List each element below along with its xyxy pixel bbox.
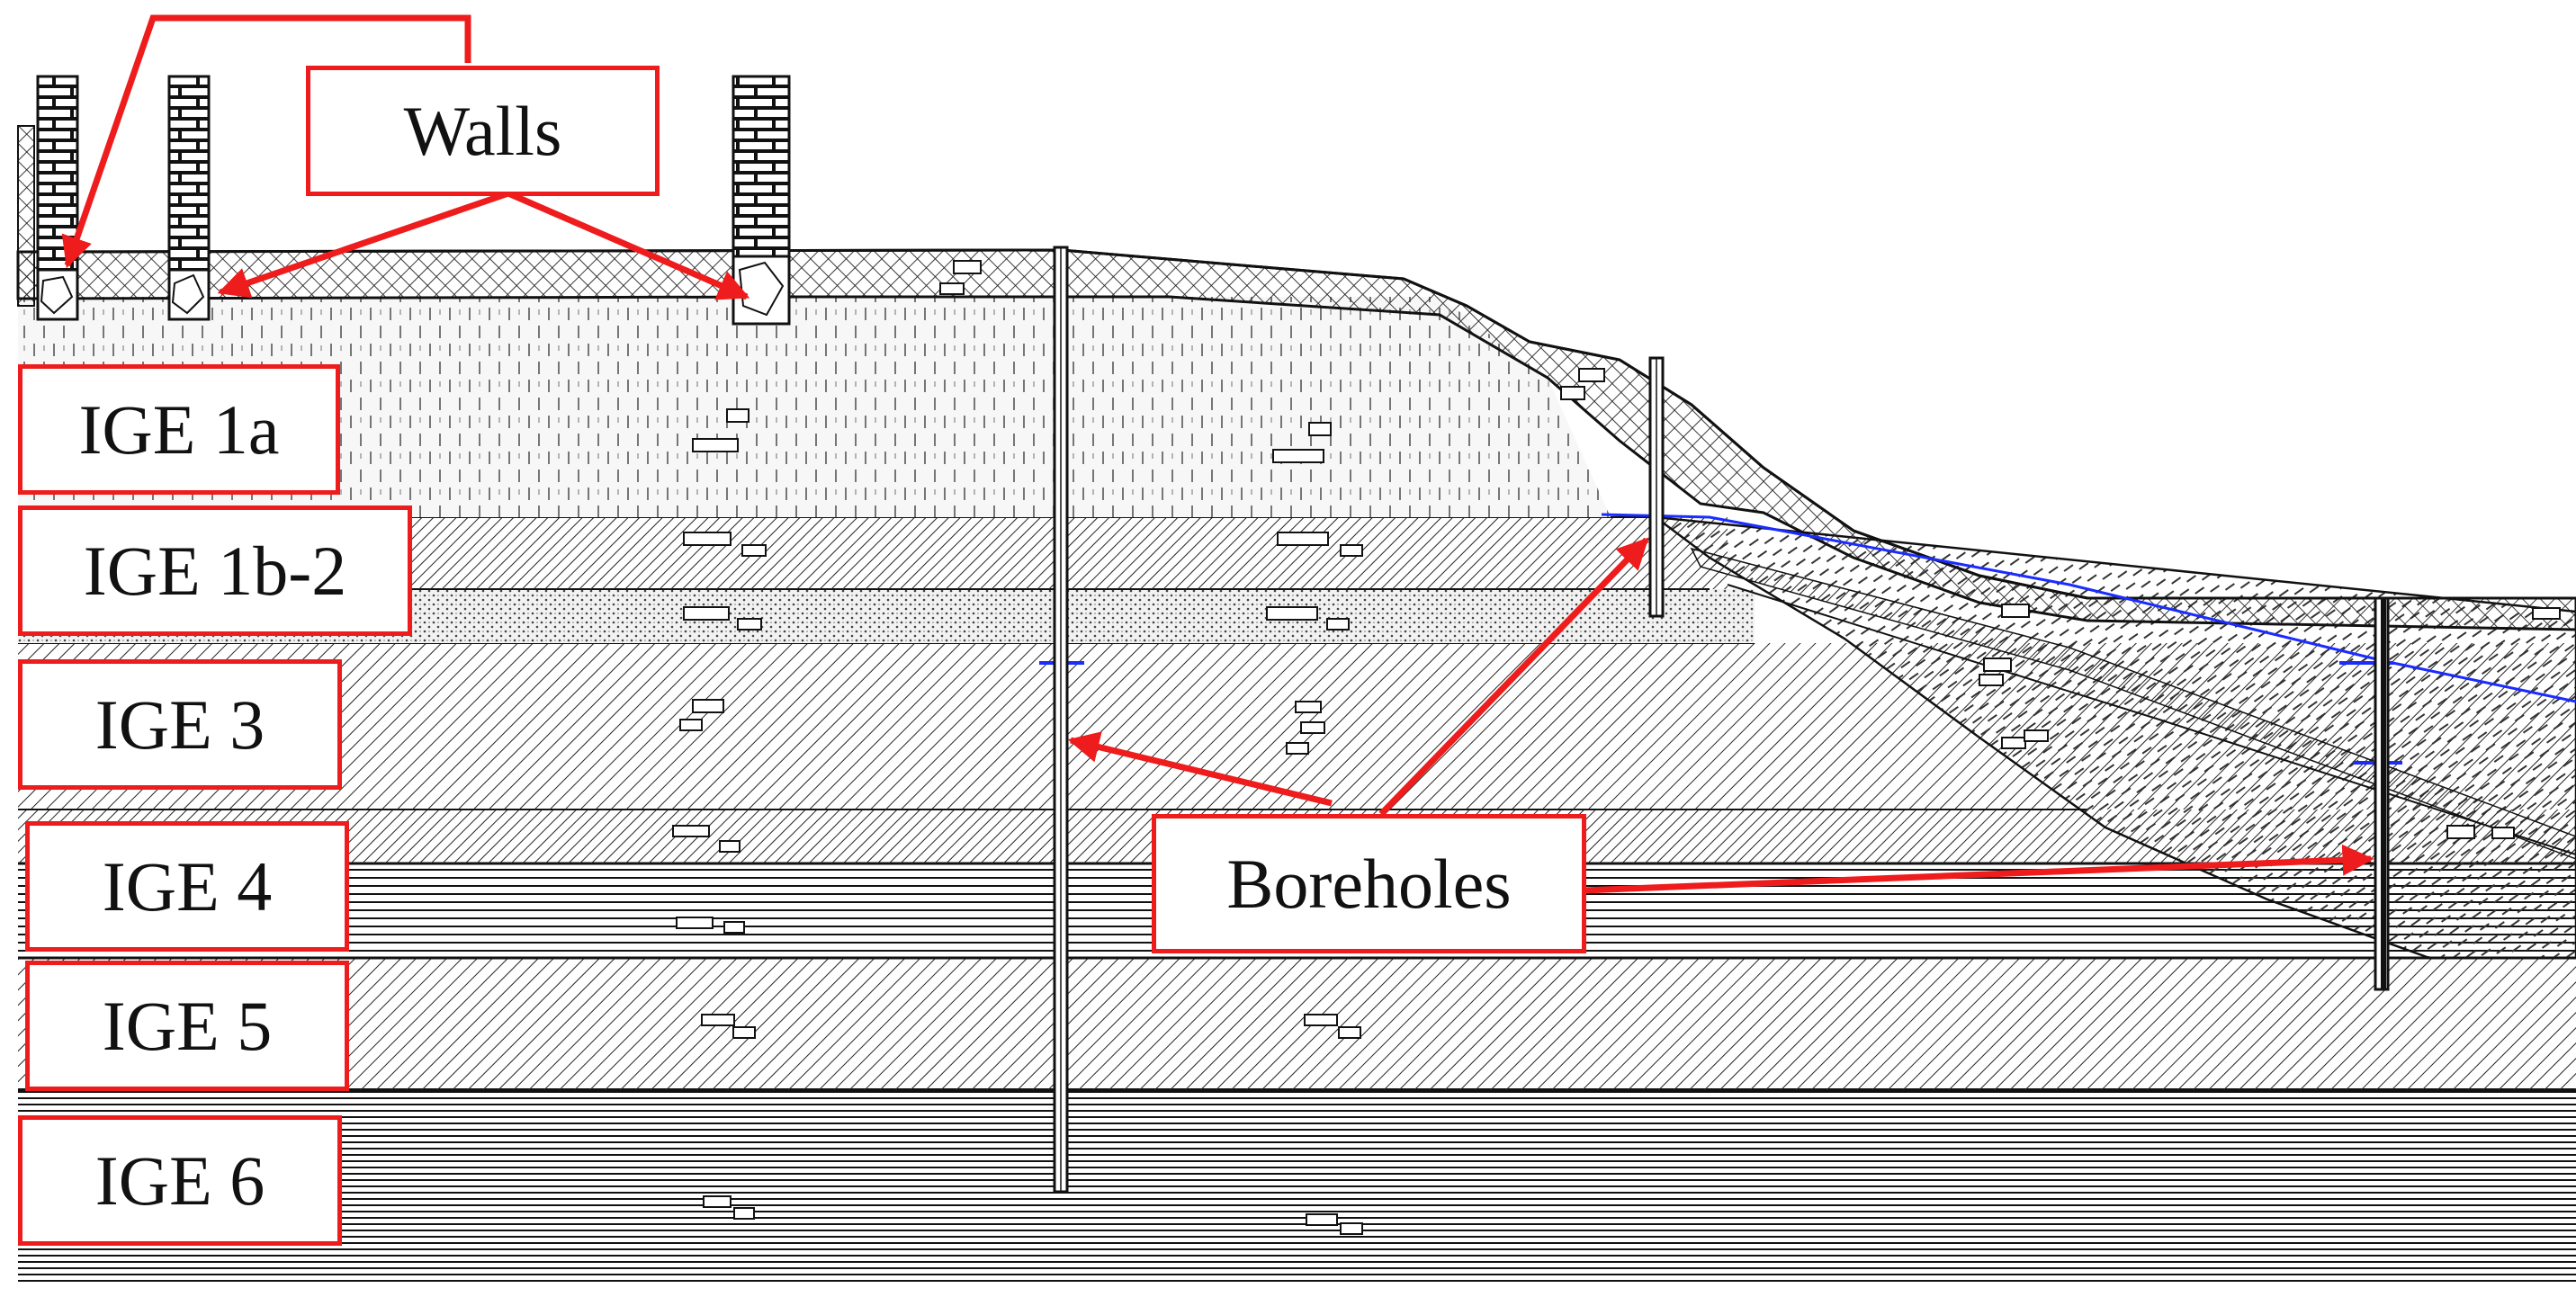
walls-label: Walls bbox=[306, 66, 660, 196]
borehole-2 bbox=[1648, 356, 1665, 618]
wall-2 bbox=[167, 75, 211, 321]
slope-band-1 bbox=[1690, 547, 2576, 860]
layer-label-ige-1a: IGE 1a bbox=[18, 364, 340, 495]
layer-ige-6 bbox=[18, 1090, 2576, 1286]
layer-label-ige-3: IGE 3 bbox=[18, 659, 342, 790]
layer-ige-1a bbox=[18, 297, 1611, 517]
walls-annotation-lines bbox=[61, 14, 750, 300]
borehole-3 bbox=[2374, 596, 2390, 991]
layer-label-ige-5: IGE 5 bbox=[25, 961, 349, 1091]
layer-label-ige-4: IGE 4 bbox=[25, 821, 349, 952]
layer-ige-5 bbox=[18, 958, 2576, 1090]
sample-markers bbox=[672, 260, 2561, 1235]
groundwater-line bbox=[1601, 513, 2576, 703]
wall-1 bbox=[36, 75, 79, 321]
boreholes-label: Boreholes bbox=[1152, 814, 1586, 953]
wall-3 bbox=[732, 75, 791, 326]
borehole-1 bbox=[1053, 246, 1069, 1194]
left-edge bbox=[17, 125, 35, 307]
layer-label-ige-1b-2: IGE 1b-2 bbox=[18, 505, 412, 636]
layer-label-ige-6: IGE 6 bbox=[18, 1115, 342, 1246]
boreholes-annotation-lines bbox=[1067, 537, 2374, 894]
